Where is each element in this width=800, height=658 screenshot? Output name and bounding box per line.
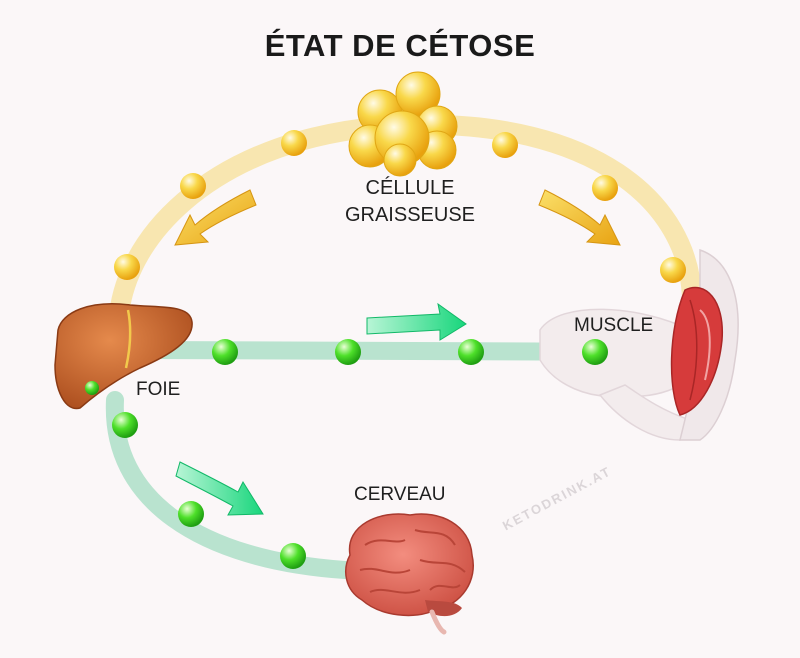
- ketone-droplet-icon: [212, 339, 238, 365]
- ketone-droplet-icon: [582, 339, 608, 365]
- muscle-arm-icon: [539, 248, 739, 441]
- ketone-droplet-icon: [458, 339, 484, 365]
- liver-label: FOIE: [136, 379, 181, 400]
- ketone-droplet-icon: [280, 543, 306, 569]
- fat-cell-label-line1: CÉLLULE: [365, 177, 455, 199]
- fat-droplet-icon: [592, 175, 618, 201]
- fat-droplet-icon: [114, 254, 140, 280]
- arrow-icon: [538, 189, 621, 246]
- arrow-icon: [175, 461, 264, 516]
- ketone-droplets: [85, 339, 608, 569]
- fat-droplet-icon: [180, 173, 206, 199]
- fat-droplet-icon: [660, 257, 686, 283]
- ketone-path-to-brain: [105, 391, 354, 579]
- fat-droplet-icon: [281, 130, 307, 156]
- fat-cell-label-line2: GRAISSEUSE: [344, 204, 476, 226]
- page-title: ÉTAT DE CÉTOSE: [264, 28, 536, 63]
- brain-label: CERVEAU: [354, 484, 446, 505]
- fat-droplets: [114, 130, 686, 283]
- arrow-icon: [174, 189, 257, 246]
- arrow-icon: [366, 302, 467, 341]
- ketone-droplet-icon: [85, 381, 99, 395]
- ketone-droplet-icon: [335, 339, 361, 365]
- muscle-label: MUSCLE: [574, 315, 654, 336]
- ketone-droplet-icon: [112, 412, 138, 438]
- fat-droplet-icon: [492, 132, 518, 158]
- brain-icon: [345, 513, 474, 635]
- ketone-droplet-icon: [178, 501, 204, 527]
- fat-cell-cluster-icon: [348, 71, 458, 177]
